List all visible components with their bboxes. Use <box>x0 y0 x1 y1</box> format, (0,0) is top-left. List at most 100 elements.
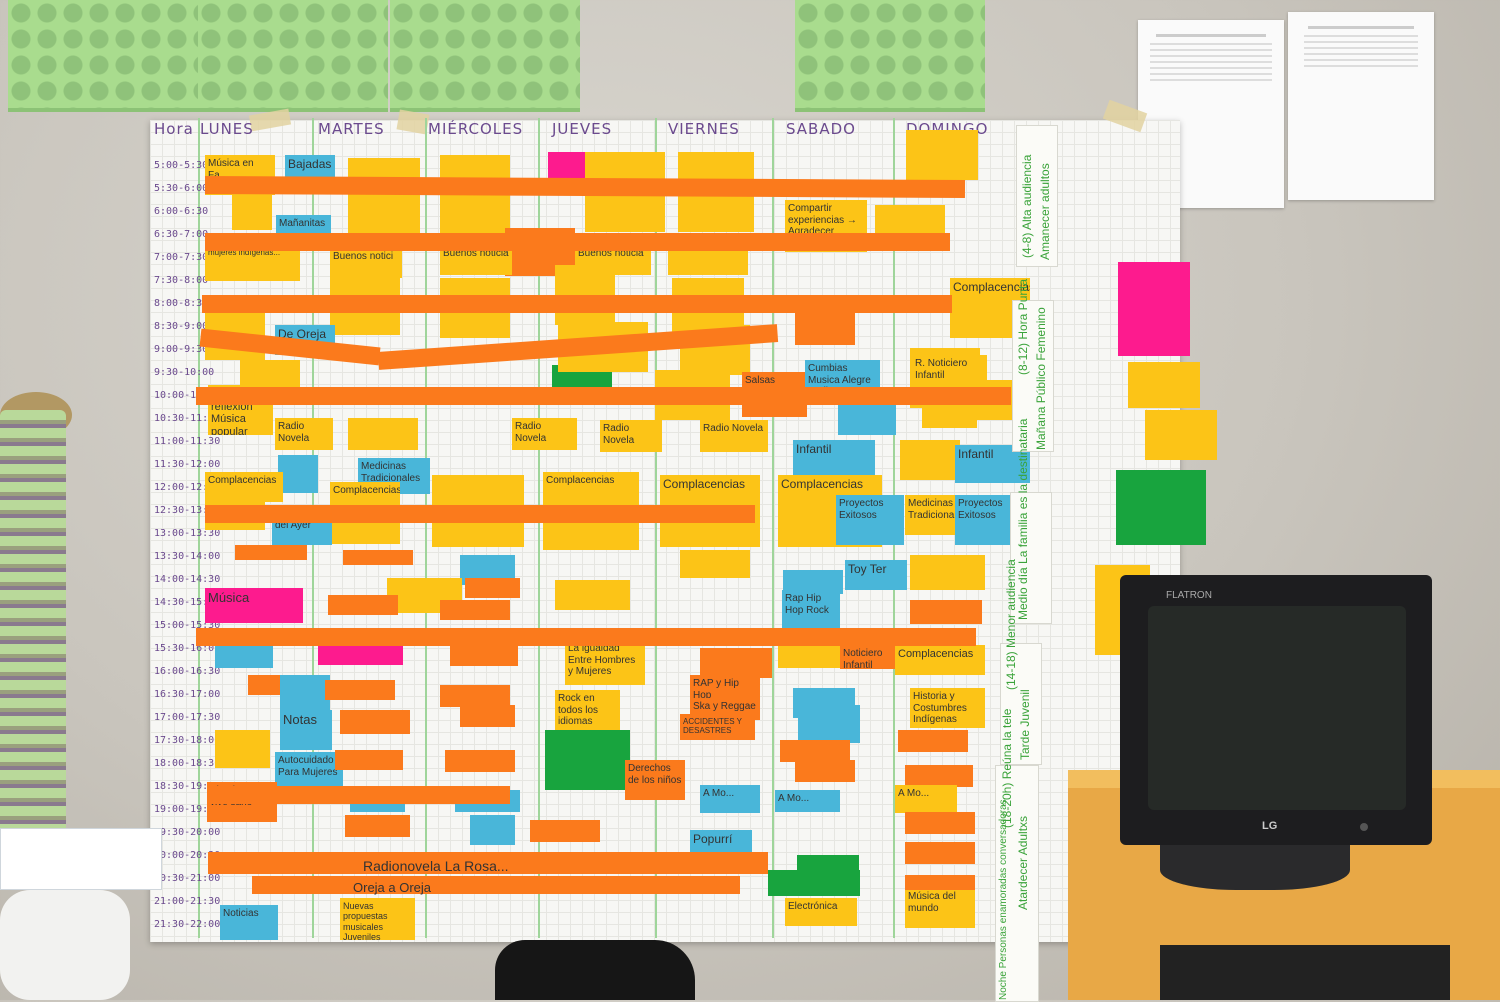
audience-hora-punta: (8-12) Hora Punta <box>1016 278 1030 375</box>
note-blue <box>798 705 860 743</box>
hour-label: 11:00-11:30 <box>154 436 221 447</box>
note-yellow <box>232 190 272 230</box>
header-lunes: LUNES <box>200 120 254 138</box>
hour-label: 6:30-7:00 <box>154 229 209 240</box>
note-orange <box>905 765 973 787</box>
note-orange <box>328 595 398 615</box>
logitech-box <box>0 828 162 890</box>
audience-strip <box>995 765 1039 1002</box>
note-pink-top <box>548 152 588 178</box>
column-divider <box>198 118 200 938</box>
hour-label: 21:30-22:00 <box>154 919 221 930</box>
hour-label: 21:00-21:30 <box>154 896 221 907</box>
note-musica-pink: Música <box>205 588 303 623</box>
note-radio-novela-1: Radio Novela <box>275 418 333 450</box>
note-buenos-noticia-1: Buenos notici <box>330 248 402 278</box>
note-electronica: Electrónica <box>785 898 857 926</box>
note-yellow <box>900 440 960 480</box>
note-orange <box>325 680 395 700</box>
note-orange <box>905 842 975 864</box>
audience-strip <box>1010 492 1052 624</box>
note-nuevas: Nuevas propuestas musicales Juveniles <box>340 898 415 940</box>
hour-label: 20:30-21:00 <box>154 873 221 884</box>
note-radionovela: Radionovela La Rosa... <box>363 858 509 874</box>
header-jueves: JUEVES <box>552 120 613 138</box>
audience-strip <box>1000 643 1042 765</box>
column-divider <box>425 118 427 938</box>
hour-label: 20:00-20:30 <box>154 850 221 861</box>
hour-label: 11:30-12:00 <box>154 459 221 470</box>
keyboard[interactable] <box>1160 945 1450 1000</box>
audience-mediodia: Medio día La familia es la destinataria <box>1016 418 1030 620</box>
note-a-mo-4: A Mo... <box>775 790 840 812</box>
note-orange <box>898 730 968 752</box>
egg-tray-2 <box>198 0 388 112</box>
paper-right <box>1288 12 1434 200</box>
note-rap-hip-hop-2: RAP y Hip Hop <box>690 675 760 699</box>
note-yellow-wall <box>1128 362 1200 408</box>
note-green <box>768 870 860 896</box>
hour-label: 8:30-9:00 <box>154 321 209 332</box>
hour-label: 16:30-17:00 <box>154 689 221 700</box>
monitor-model: LG <box>1262 820 1278 832</box>
hour-label: 14:00-14:30 <box>154 574 221 585</box>
audience-adultos-1: Amanecer adultos <box>1038 163 1052 260</box>
note-toy-ter: Toy Ter <box>845 560 907 590</box>
hour-label: 5:00-5:30 <box>154 160 209 171</box>
note-yellow <box>215 730 270 768</box>
hour-label: 15:30-16:00 <box>154 643 221 654</box>
note-complacencias-1: Complacencias <box>205 472 283 502</box>
orange-strip <box>208 852 768 874</box>
header-sabado: SABADO <box>786 120 856 138</box>
note-yellow <box>240 360 300 390</box>
note-radio-novela-2: Radio Novela <box>512 418 577 450</box>
orange-strip <box>252 876 740 894</box>
egg-tray-3 <box>390 0 580 112</box>
note-bajadas: Bajadas <box>285 155 335 179</box>
note-radio-novela-x <box>348 418 418 450</box>
note-orange <box>343 550 413 565</box>
note-orange <box>465 578 520 598</box>
note-a-mo-3: A Mo... <box>700 785 760 813</box>
note-autocuidado: Autocuidado Para Mujeres <box>275 752 343 790</box>
note-blue-small <box>278 455 318 493</box>
note-green-wall <box>1116 470 1206 545</box>
note-orange <box>460 705 515 727</box>
note-proyectos-1: Proyectos Exitosos <box>836 495 904 545</box>
hour-label: 15:00-15:30 <box>154 620 221 631</box>
paper-roll <box>0 890 130 1000</box>
note-orange <box>700 648 772 678</box>
hour-label: 19:00-19:30 <box>154 804 221 815</box>
monitor-stand <box>1160 840 1350 890</box>
note-blue <box>280 675 330 713</box>
monitor-screen <box>1148 606 1406 810</box>
note-orange <box>530 820 600 842</box>
note-orange <box>795 760 855 782</box>
note-orange <box>780 740 850 762</box>
note-orange <box>905 875 975 890</box>
note-oreja-a-oreja: Oreja a Oreja <box>353 880 432 895</box>
hour-label: 17:00-17:30 <box>154 712 221 723</box>
column-divider <box>538 118 540 938</box>
hour-label: 19:30-20:00 <box>154 827 221 838</box>
note-a-mo-5: A Mo... <box>895 785 957 813</box>
column-divider <box>655 118 657 938</box>
hour-label: 13:30-14:00 <box>154 551 221 562</box>
note-yellow-wall <box>1145 410 1217 460</box>
note-infantil-1: Infantil <box>793 440 875 478</box>
note-green <box>545 730 630 790</box>
hour-label: 17:30-18:00 <box>154 735 221 746</box>
hour-label: 10:30-11:00 <box>154 413 221 424</box>
power-button[interactable] <box>1360 823 1368 831</box>
note-yellow <box>348 158 420 236</box>
hour-label: 18:30-19:00 <box>154 781 221 792</box>
note-radio-novela-3: Radio Novela <box>600 420 662 452</box>
monitor-brand: FLATRON <box>1166 590 1212 601</box>
audience-noche: Noche Personas enamoradas conversadoras <box>998 799 1009 1000</box>
hour-label: 9:30-10:00 <box>154 367 215 378</box>
orange-strip <box>202 295 952 313</box>
hour-label: 12:30-13:00 <box>154 505 221 516</box>
audience-alta: (4-8) Alta audiencia <box>1020 154 1034 258</box>
note-derechos: Derechos de los niños <box>625 760 685 800</box>
note-yellow <box>910 555 985 590</box>
